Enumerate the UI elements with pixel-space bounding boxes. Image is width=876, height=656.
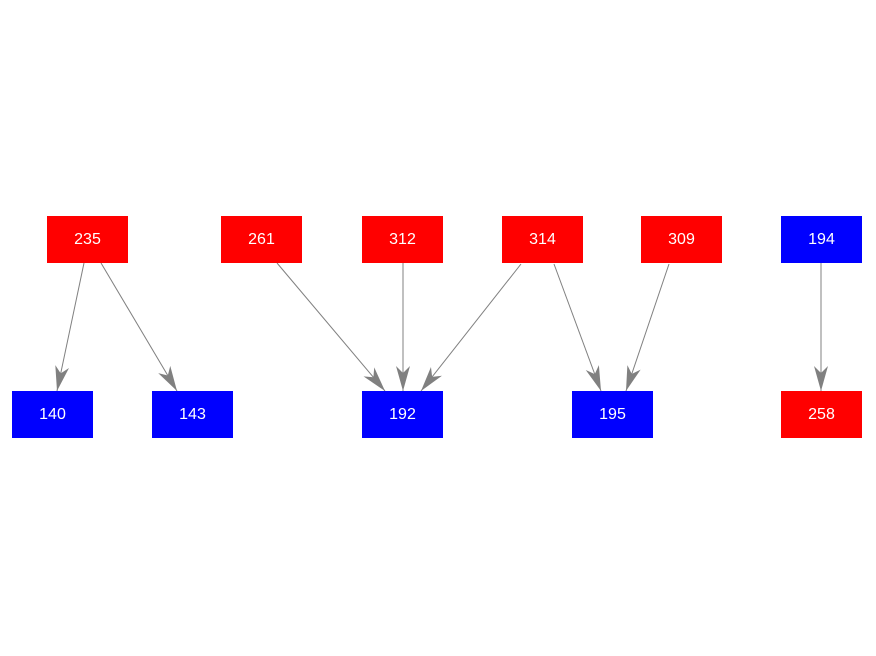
node-label: 192 <box>389 405 416 423</box>
node-192: 192 <box>362 391 443 438</box>
node-314: 314 <box>502 216 583 263</box>
edge-314-195 <box>553 263 602 392</box>
node-309: 309 <box>641 216 722 263</box>
node-label: 235 <box>74 230 101 248</box>
edge-235-140 <box>55 262 85 392</box>
node-label: 195 <box>599 405 626 423</box>
edge-235-143 <box>100 262 178 392</box>
node-143: 143 <box>152 391 233 438</box>
edge-261-192 <box>276 262 386 392</box>
node-235: 235 <box>47 216 128 263</box>
node-258: 258 <box>781 391 862 438</box>
node-label: 314 <box>529 230 556 248</box>
edge-309-195 <box>625 263 670 392</box>
node-194: 194 <box>781 216 862 263</box>
node-label: 312 <box>389 230 416 248</box>
edge-314-192 <box>420 263 522 392</box>
node-140: 140 <box>12 391 93 438</box>
node-label: 309 <box>668 230 695 248</box>
node-261: 261 <box>221 216 302 263</box>
node-label: 258 <box>808 405 835 423</box>
node-label: 143 <box>179 405 206 423</box>
node-312: 312 <box>362 216 443 263</box>
node-label: 261 <box>248 230 275 248</box>
node-label: 194 <box>808 230 835 248</box>
node-label: 140 <box>39 405 66 423</box>
node-195: 195 <box>572 391 653 438</box>
